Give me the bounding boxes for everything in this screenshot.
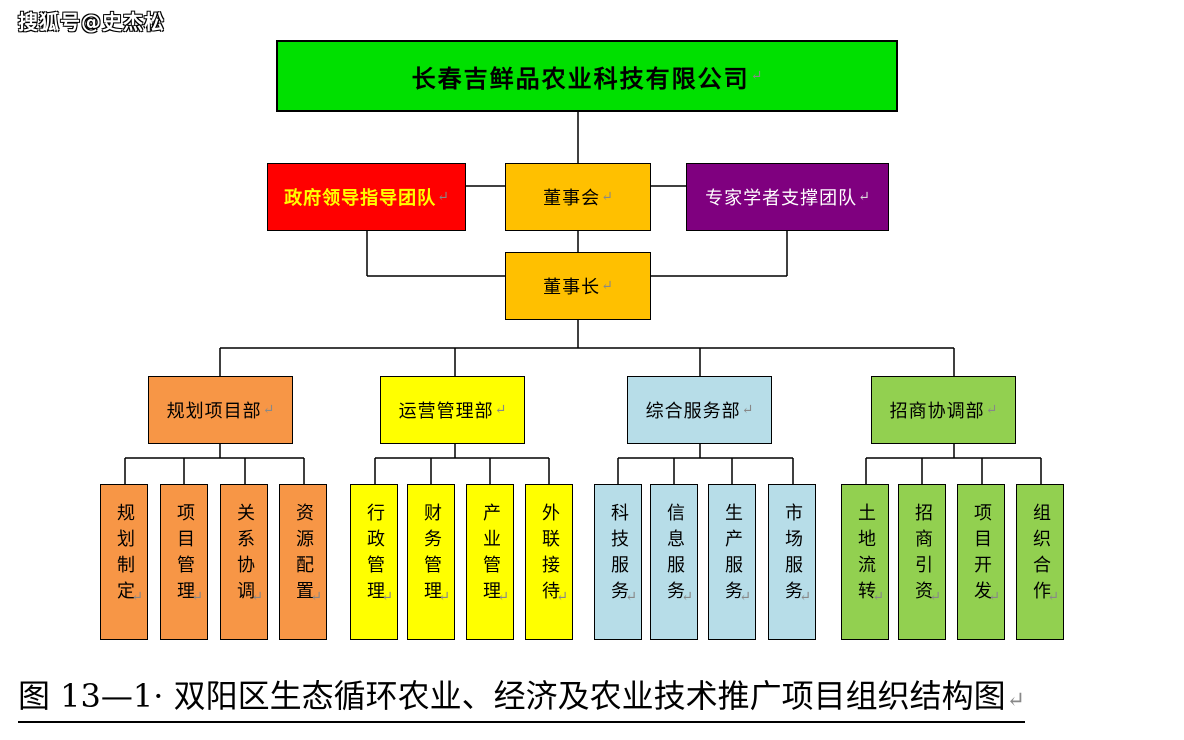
- unit-label: 规划制定: [114, 503, 135, 607]
- department-label: 运营管理部: [398, 401, 494, 422]
- gov-team-label: 政府领导指导团队: [284, 188, 437, 209]
- unit-label: 关系协调: [234, 503, 255, 607]
- return-mark: ↵: [494, 402, 507, 418]
- return-mark: ↵: [741, 402, 754, 418]
- unit-box: 土地流转↵: [841, 484, 889, 640]
- department-box-operations: 运营管理部↵: [380, 376, 525, 444]
- company-label: 长春吉鲜品农业科技有限公司: [411, 63, 750, 93]
- return-mark: ↵: [191, 589, 203, 605]
- return-mark: ↵: [1006, 688, 1026, 713]
- caption-text: 图 13—1· 双阳区生态循环农业、经济及农业技术推广项目组织结构图: [18, 677, 1006, 715]
- return-mark: ↵: [739, 589, 751, 605]
- department-box-planning: 规划项目部↵: [148, 376, 293, 444]
- unit-label: 财务管理: [421, 503, 442, 607]
- unit-box: 规划制定↵: [100, 484, 148, 640]
- unit-label: 行政管理: [364, 503, 385, 607]
- return-mark: ↵: [681, 589, 693, 605]
- unit-box: 科技服务↵: [594, 484, 642, 640]
- unit-box: 财务管理↵: [407, 484, 455, 640]
- department-box-investment: 招商协调部↵: [871, 376, 1016, 444]
- unit-label: 生产服务: [722, 503, 743, 607]
- return-mark: ↵: [438, 589, 450, 605]
- return-mark: ↵: [1047, 589, 1059, 605]
- return-mark: ↵: [601, 189, 613, 205]
- return-mark: ↵: [381, 589, 393, 605]
- figure-caption: 图 13—1· 双阳区生态循环农业、经济及农业技术推广项目组织结构图↵: [18, 676, 1026, 723]
- unit-box: 产业管理↵: [466, 484, 514, 640]
- return-mark: ↵: [750, 68, 763, 84]
- unit-box: 关系协调↵: [220, 484, 268, 640]
- unit-box: 项目管理↵: [160, 484, 208, 640]
- return-mark: ↵: [601, 278, 613, 294]
- board-label: 董事会: [543, 188, 601, 209]
- unit-box: 组织合作↵: [1016, 484, 1064, 640]
- return-mark: ↵: [799, 589, 811, 605]
- unit-label: 组织合作: [1030, 503, 1051, 607]
- return-mark: ↵: [556, 589, 568, 605]
- department-box-services: 综合服务部↵: [627, 376, 772, 444]
- return-mark: ↵: [929, 589, 941, 605]
- gov-team-box: 政府领导指导团队↵: [267, 163, 466, 231]
- unit-box: 市场服务↵: [768, 484, 816, 640]
- return-mark: ↵: [988, 589, 1000, 605]
- return-mark: ↵: [437, 189, 449, 205]
- unit-box: 信息服务↵: [650, 484, 698, 640]
- company-box: 长春吉鲜品农业科技有限公司↵: [276, 40, 898, 112]
- unit-label: 资源配置: [293, 503, 314, 607]
- return-mark: ↵: [872, 589, 884, 605]
- expert-team-label: 专家学者支撑团队: [705, 188, 858, 209]
- return-mark: ↵: [497, 589, 509, 605]
- unit-box: 资源配置↵: [279, 484, 327, 640]
- return-mark: ↵: [251, 589, 263, 605]
- unit-label: 土地流转: [855, 503, 876, 607]
- return-mark: ↵: [858, 189, 870, 205]
- watermark: 搜狐号@史杰松: [18, 10, 165, 34]
- expert-team-box: 专家学者支撑团队↵: [686, 163, 889, 231]
- unit-label: 产业管理: [480, 503, 501, 607]
- unit-label: 市场服务: [782, 503, 803, 607]
- unit-label: 招商引资: [912, 503, 933, 607]
- chairman-label: 董事长: [543, 277, 601, 298]
- unit-box: 生产服务↵: [708, 484, 756, 640]
- return-mark: ↵: [310, 589, 322, 605]
- return-mark: ↵: [625, 589, 637, 605]
- unit-label: 科技服务: [608, 503, 629, 607]
- unit-label: 项目管理: [174, 503, 195, 607]
- return-mark: ↵: [131, 589, 143, 605]
- department-label: 规划项目部: [166, 401, 262, 422]
- chairman-box: 董事长↵: [505, 252, 651, 320]
- department-label: 综合服务部: [645, 401, 741, 422]
- unit-box: 招商引资↵: [898, 484, 946, 640]
- return-mark: ↵: [262, 402, 275, 418]
- unit-label: 信息服务: [664, 503, 685, 607]
- department-label: 招商协调部: [889, 401, 985, 422]
- unit-box: 外联接待↵: [525, 484, 573, 640]
- board-box: 董事会↵: [505, 163, 651, 231]
- unit-box: 行政管理↵: [350, 484, 398, 640]
- unit-label: 项目开发: [971, 503, 992, 607]
- unit-label: 外联接待: [539, 503, 560, 607]
- unit-box: 项目开发↵: [957, 484, 1005, 640]
- return-mark: ↵: [985, 402, 998, 418]
